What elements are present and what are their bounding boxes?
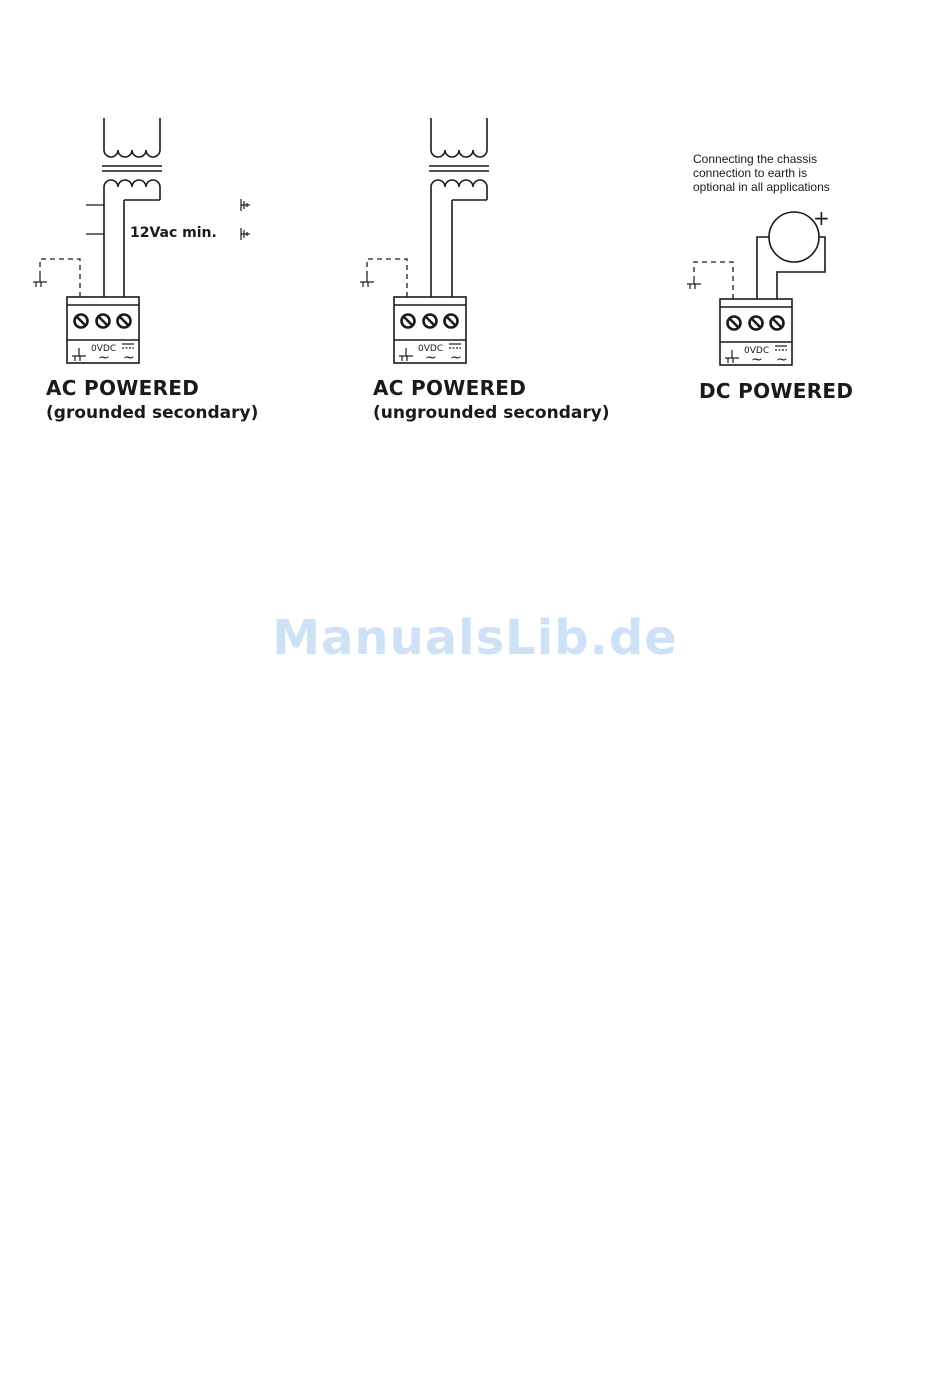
chassis-note-line: connection to earth is: [693, 166, 830, 180]
diagram-dc: + 0VDC ~ ~: [687, 206, 830, 368]
diagram-subtitle: (ungrounded secondary): [373, 403, 610, 423]
ac-symbol: ~: [98, 350, 110, 366]
ac-symbol: ~: [425, 350, 437, 366]
diagram-subtitle: (grounded secondary): [46, 403, 258, 423]
chassis-note: Connecting the chassis connection to ear…: [693, 152, 830, 194]
watermark: ManualsLib.de: [0, 610, 950, 666]
ac-symbol: ~: [450, 350, 462, 366]
ac-symbol: ~: [751, 352, 763, 368]
diagram-title: AC POWERED: [373, 376, 526, 400]
diagram-title: AC POWERED: [46, 376, 199, 400]
ac-symbol: ~: [123, 350, 135, 366]
diagram-title: DC POWERED: [699, 379, 853, 403]
voltage-label: 12Vac min.: [130, 225, 217, 241]
ac-symbol: ~: [776, 352, 788, 368]
diagram-ac-grounded: 0VDC ~ ~: [33, 118, 250, 366]
plus-sign: +: [813, 206, 830, 230]
chassis-note-line: Connecting the chassis: [693, 152, 830, 166]
diagram-ac-ungrounded: 0VDC ~ ~: [360, 118, 489, 366]
chassis-note-line: optional in all applications: [693, 180, 830, 194]
